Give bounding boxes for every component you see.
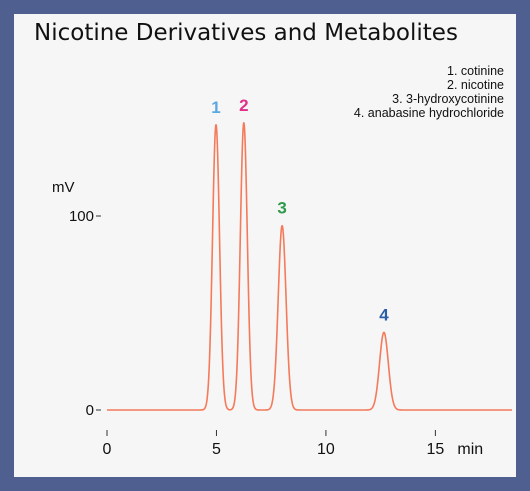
chromatogram-trace — [106, 122, 513, 411]
x-axis-label: min — [457, 441, 483, 458]
x-tick-label-15: 15 — [426, 441, 444, 458]
peak-label-4: 4 — [379, 305, 389, 324]
legend-entry-3: 3. 3-hydroxycotinine — [392, 92, 504, 106]
legend-entry-2: 2. nicotine — [447, 78, 504, 92]
y-axis-label: mV — [52, 179, 75, 196]
y-tick-label-100: 100 — [69, 208, 94, 225]
chart-title: Nicotine Derivatives and Metabolites — [34, 20, 458, 46]
peak-label-3: 3 — [277, 199, 286, 218]
legend-entry-1: 1. cotinine — [447, 64, 504, 78]
x-tick-label-5: 5 — [212, 441, 221, 458]
legend-entry-4: 4. anabasine hydrochloride — [353, 106, 504, 120]
chart-panel — [14, 14, 516, 477]
x-tick-label-0: 0 — [103, 441, 112, 458]
chart-legend: 1. cotinine 2. nicotine 3. 3-hydroxycoti… — [354, 64, 504, 120]
x-tick-label-10: 10 — [317, 441, 335, 458]
peak-label-2: 2 — [239, 96, 248, 115]
y-tick-label-0: 0 — [86, 402, 94, 419]
peak-label-1: 1 — [211, 98, 220, 117]
